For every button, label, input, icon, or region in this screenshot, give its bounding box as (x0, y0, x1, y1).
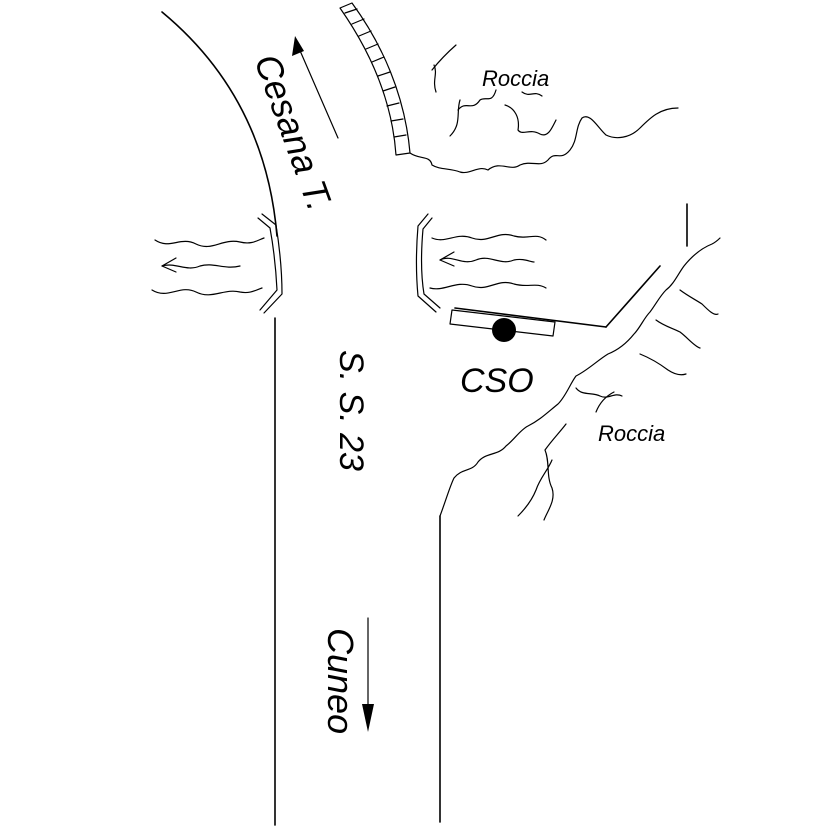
rock-contours-upper (409, 44, 679, 174)
road-left-edge (161, 11, 278, 237)
rock-contours-lower (439, 237, 721, 521)
label-rock-lower: Roccia (598, 421, 665, 446)
label-rock-upper: Roccia (482, 66, 549, 91)
right-culvert-wall (415, 213, 441, 313)
label-road: S. S. 23 (332, 350, 370, 471)
culvert-deck (449, 203, 688, 337)
arrow-cesana (292, 36, 339, 139)
label-station: CSO (460, 362, 534, 400)
left-culvert-wall (257, 213, 283, 314)
label-cesana: Cesana T. (246, 49, 340, 216)
upper-retaining-wall (339, 2, 411, 156)
label-cuneo: Cuneo (320, 628, 361, 734)
water-flow-right (429, 234, 547, 290)
station-marker (492, 318, 516, 342)
road-edges (161, 11, 441, 826)
arrow-cuneo (362, 617, 374, 732)
water-flow-left (151, 237, 265, 296)
